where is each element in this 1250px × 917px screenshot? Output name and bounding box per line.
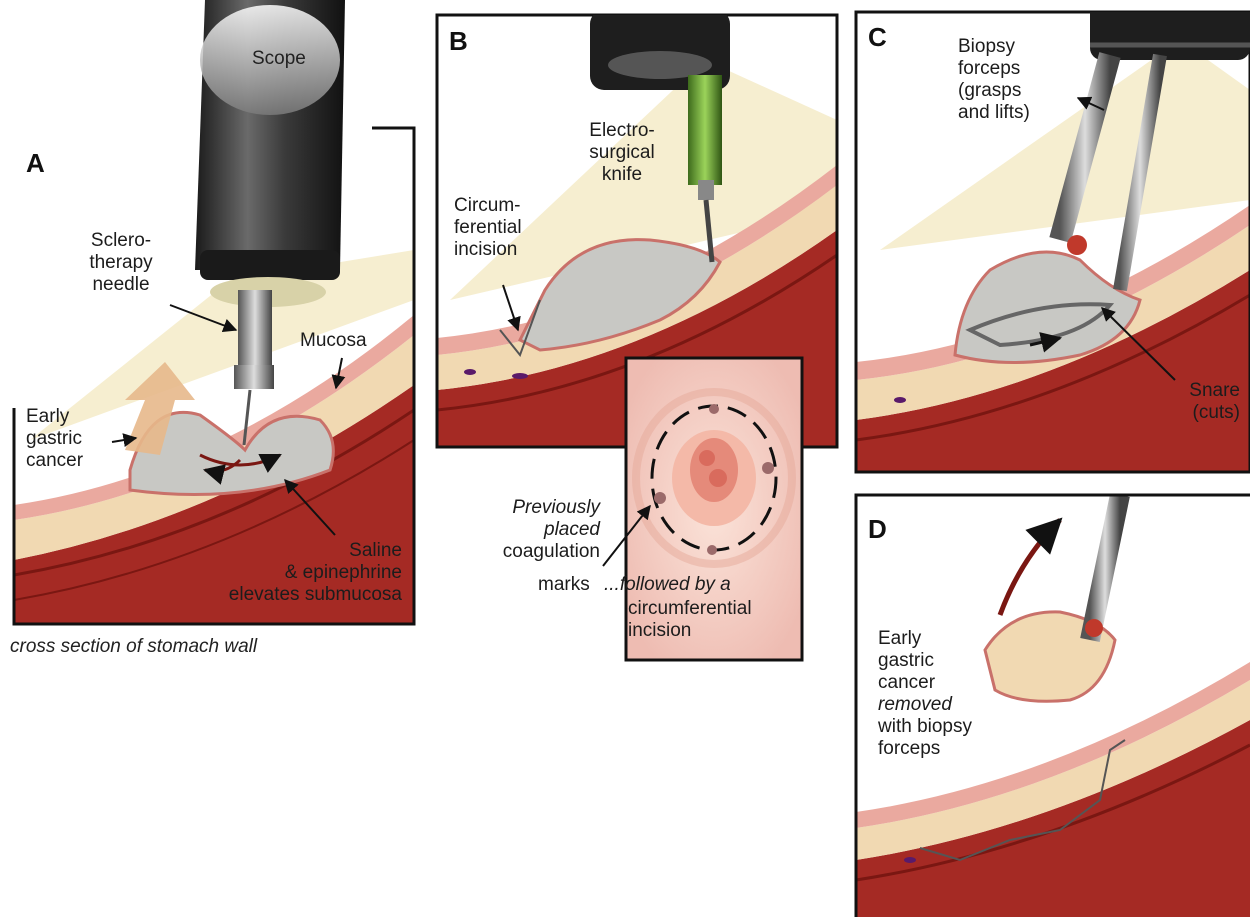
scope-label: Scope (252, 48, 306, 70)
marks-word-label: marks (538, 574, 590, 596)
panel-letter-c: C (868, 22, 887, 53)
panel-letter-b: B (449, 26, 468, 57)
panel-letter-a: A (26, 148, 45, 179)
coagulation-marks-label: Previously placed coagulation (440, 497, 600, 563)
circumferential-incision-caption: circumferential incision (628, 598, 752, 642)
followed-by-label: ...followed by a (604, 574, 731, 596)
cross-section-caption: cross section of stomach wall (10, 636, 257, 658)
panel-letter-d: D (868, 514, 887, 545)
circumferential-incision-label-b: Circum- ferential incision (454, 195, 522, 261)
cancer-removed-label: Early gastric cancer removed with biopsy… (878, 628, 972, 760)
early-gastric-cancer-label-a: Early gastric cancer (26, 406, 83, 472)
electrosurgical-knife-label: Electro- surgical knife (567, 120, 677, 186)
biopsy-forceps-label: Biopsy forceps (grasps and lifts) (958, 36, 1030, 124)
snare-label: Snare (cuts) (1150, 380, 1240, 424)
sclerotherapy-needle-label: Sclero- therapy needle (66, 230, 176, 296)
mucosa-label: Mucosa (300, 330, 367, 352)
saline-label: Saline & epinephrine elevates submucosa (158, 540, 402, 606)
